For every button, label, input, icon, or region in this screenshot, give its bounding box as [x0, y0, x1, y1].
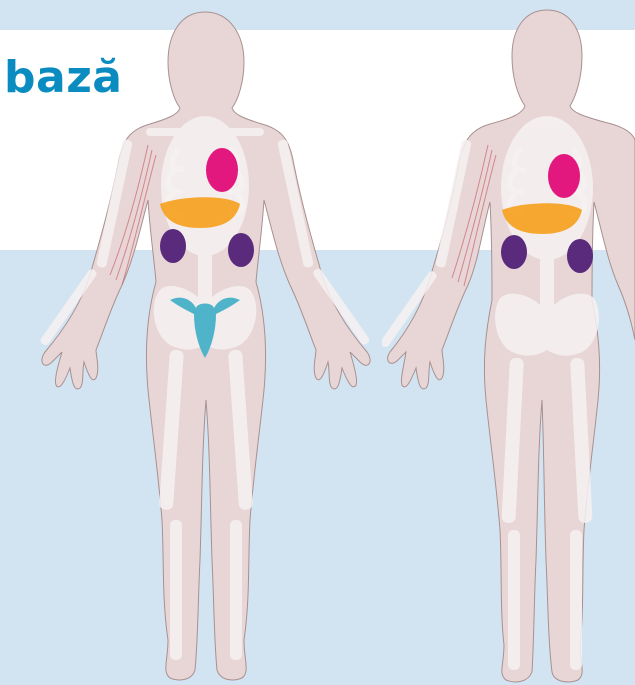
kidney-icon — [160, 229, 186, 263]
spleen-icon — [548, 154, 580, 198]
male-body-figure — [382, 0, 635, 685]
kidney-icon — [501, 235, 527, 269]
kidney-icon — [567, 239, 593, 273]
male-body-svg — [382, 0, 635, 685]
kidney-icon — [228, 233, 254, 267]
female-body-svg — [30, 0, 380, 685]
female-body-figure — [30, 0, 380, 685]
spleen-icon — [206, 148, 238, 192]
